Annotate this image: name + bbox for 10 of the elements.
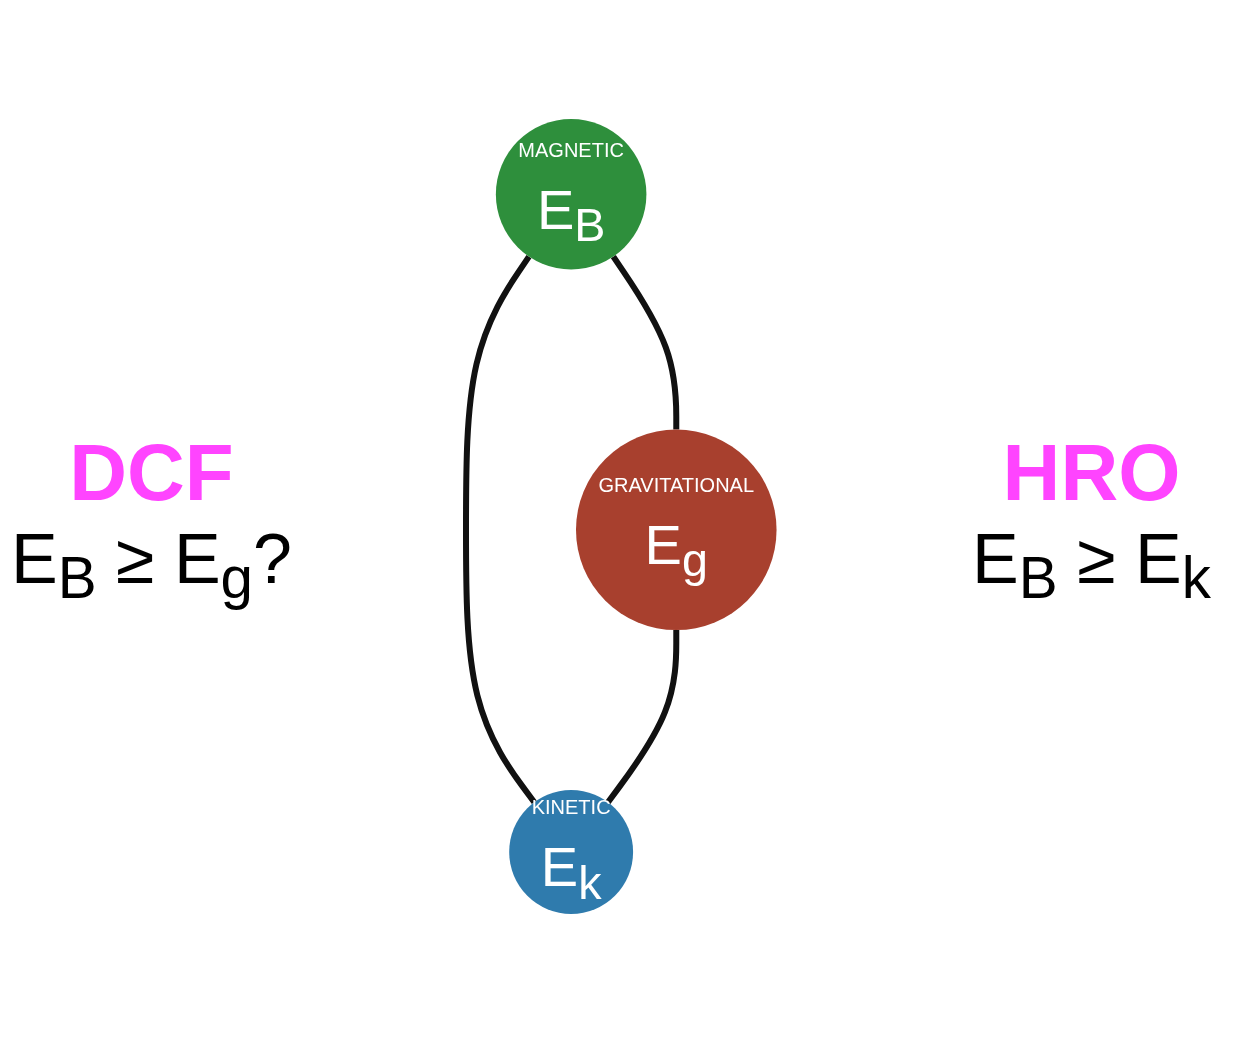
node-circle: GRAVITATIONAL E$_{g}$ [576,429,777,631]
connector [611,255,680,430]
energy-condition: E$_{B}$ ≥ E$_{g}$? [11,518,292,611]
connector [463,255,537,805]
energy-condition: E$_{B}$ ≥ E$_{k}$ [972,518,1211,611]
node-circle: MAGNETIC E$_{B}$ [496,119,647,270]
method-label: HRO [1002,426,1181,519]
method-label: DCF [69,426,234,519]
node-circle: KINETIC E$_{k}$ [509,790,634,915]
connector [605,630,680,805]
